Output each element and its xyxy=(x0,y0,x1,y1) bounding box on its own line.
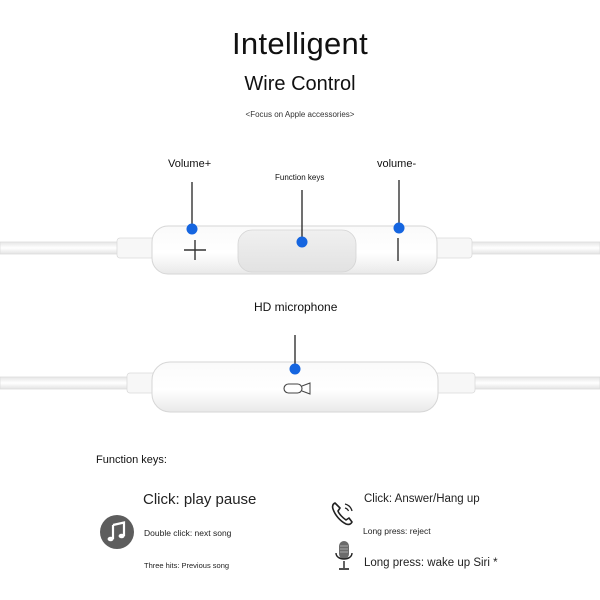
music-click-text: Click: play pause xyxy=(143,491,257,508)
music-note-icon xyxy=(100,515,134,549)
microphone-marker xyxy=(289,363,301,375)
volume-up-marker xyxy=(186,223,198,235)
callout-volume-up: Volume+ xyxy=(168,158,212,170)
microphone-hole-icon xyxy=(283,382,311,395)
function-key-button xyxy=(237,229,357,273)
remote-illustration xyxy=(0,180,600,413)
phone-reject-text: Long press: reject xyxy=(363,526,431,536)
callout-function-keys: Function keys xyxy=(275,173,325,182)
page-title: Intelligent xyxy=(231,26,368,61)
volume-down-marker xyxy=(393,222,405,234)
music-double-click-text: Double click: next song xyxy=(144,528,232,538)
phone-icon xyxy=(331,502,353,526)
tagline: <Focus on Apple accessories> xyxy=(245,110,355,119)
function-key-marker xyxy=(296,236,308,248)
function-keys-heading: Function keys: xyxy=(96,454,167,466)
callout-microphone: HD microphone xyxy=(254,300,338,314)
cable-collar-right xyxy=(431,237,473,259)
microphone-icon xyxy=(335,541,353,570)
callout-volume-down: volume- xyxy=(377,158,417,170)
phone-click-text: Click: Answer/Hang up xyxy=(364,493,480,505)
music-three-hits-text: Three hits: Previous song xyxy=(144,561,230,570)
phone-siri-text: Long press: wake up Siri * xyxy=(364,557,498,569)
cable-collar-left xyxy=(116,237,158,259)
page-subtitle: Wire Control xyxy=(244,73,356,95)
